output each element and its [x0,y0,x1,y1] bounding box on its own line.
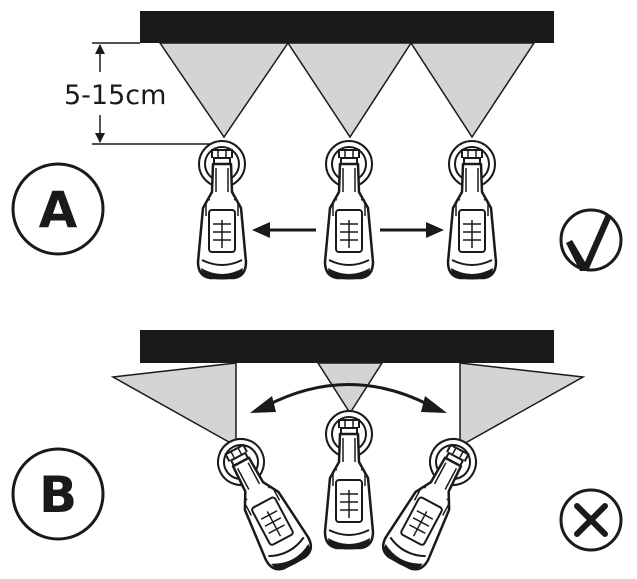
spray-cone-a-right [409,42,536,139]
spray-nozzle-a-middle [323,139,375,281]
distance-label: 5-15cm [64,80,166,111]
dimension-arrow-up-icon [95,44,105,54]
arrow-left-icon [252,222,316,238]
spray-nozzle-b-right [376,429,487,577]
spray-nozzle-b-left [207,429,318,577]
spray-cone-b-left [110,362,237,448]
distance-dimension: 5-15cm [64,42,222,145]
spray-cone-b-middle [316,362,384,415]
spray-cone-a-middle [286,42,413,139]
spray-nozzle-a-right [446,139,498,281]
panel-b: B [11,330,623,577]
dimension-arrow-down-icon [95,133,105,143]
panel-a: 5-15cm A [11,11,623,281]
spray-cone-b-right [459,362,586,448]
check-mark-icon [559,208,623,272]
panel-a-badge: A [11,162,105,256]
spray-nozzle-b-middle [323,409,375,551]
panel-b-label: B [39,466,77,524]
surface-bar-a [140,11,554,43]
panel-b-badge: B [11,447,105,541]
spray-cone-a-left [158,42,290,139]
cross-mark-icon [559,488,623,552]
surface-bar-b [140,330,554,363]
arrow-right-icon [380,222,444,238]
swivel-arrow-icon [250,383,447,413]
panel-a-label: A [39,181,78,239]
spray-nozzle-a-left [196,139,248,281]
